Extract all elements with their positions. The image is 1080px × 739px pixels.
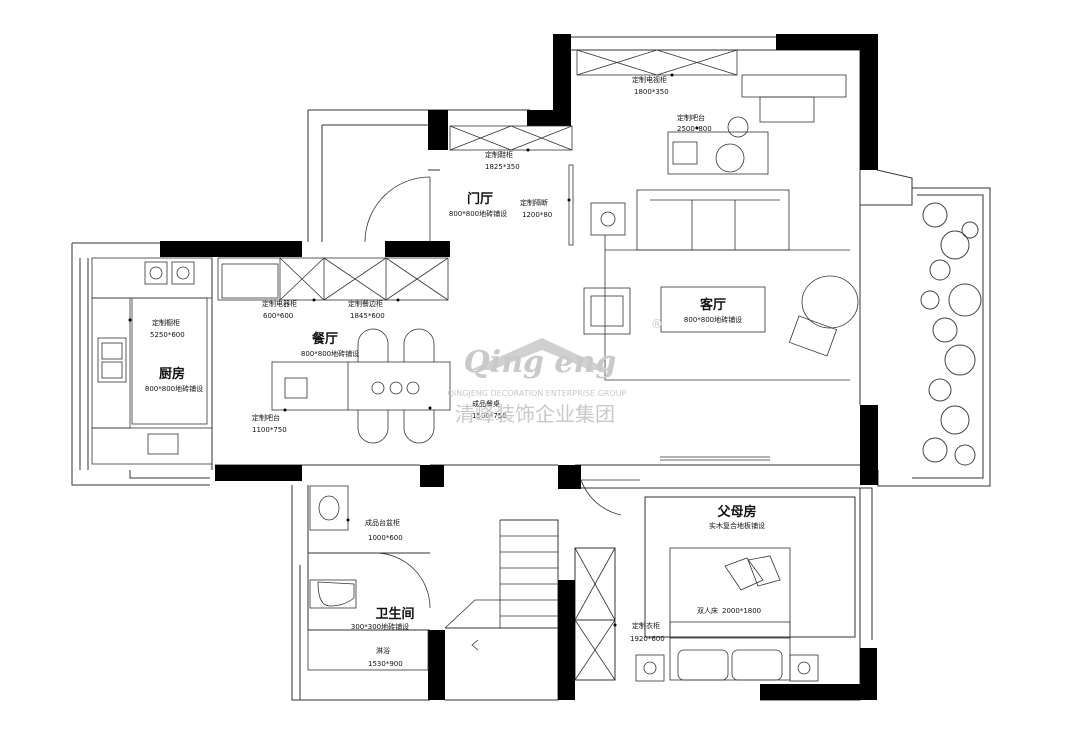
living-room-name: 客厅 — [700, 297, 726, 313]
living-room-note: 800*800地砖铺设 — [684, 315, 742, 324]
island-label: 定制吧台 — [252, 413, 280, 422]
appliance-cabinet-size: 600*600 — [263, 312, 293, 320]
dining-table-label: 成品餐桌 — [472, 399, 500, 408]
entry-hall-name: 门厅 — [467, 191, 493, 207]
stair-steps — [444, 520, 558, 651]
leader-dots — [128, 73, 699, 627]
walls — [160, 34, 878, 700]
island-size: 1100*750 — [252, 426, 287, 434]
shoe-cabinet-size: 1825*350 — [485, 163, 520, 171]
parents-room-note: 实木复合地板铺设 — [709, 521, 765, 530]
bar-label: 定制吧台 — [677, 113, 705, 122]
fixtures-lines — [91, 49, 859, 682]
watermark-registered: ® — [651, 317, 663, 331]
sideboard-size: 1845*600 — [350, 312, 385, 320]
bar-size: 2500*800 — [677, 125, 712, 133]
watermark-brand: Qing eng — [464, 345, 617, 380]
tv-cabinet-size: 1800*350 — [634, 88, 669, 96]
kitchen-note: 800*800地砖铺设 — [145, 384, 203, 393]
company-watermark: Qing eng ® QINGJENG DECORATION ENTERPRIS… — [448, 317, 663, 426]
bed-label: 双人床 — [697, 606, 718, 615]
partition-size: 1200*80 — [522, 211, 552, 219]
shower-size: 1530*900 — [368, 660, 403, 668]
bathroom-note: 300*300地砖铺设 — [351, 622, 409, 631]
balcony-plants — [920, 202, 982, 466]
fixture-labels: 定制电视柜 1800*350 定制吧台 2500*800 定制鞋柜 1825*3… — [150, 75, 761, 668]
dining-room-name: 餐厅 — [311, 331, 338, 347]
cupboard-size: 5250*600 — [150, 331, 185, 339]
tv-cabinet-label: 定制电视柜 — [632, 75, 667, 84]
shoe-cabinet-label: 定制鞋柜 — [485, 150, 513, 159]
bathroom-name: 卫生间 — [375, 606, 414, 622]
cupboard-label: 定制橱柜 — [152, 318, 180, 327]
shower-label: 淋浴 — [376, 646, 390, 655]
wardrobe-size: 1920*600 — [630, 635, 665, 643]
entry-hall-note: 800*800地砖铺设 — [449, 209, 507, 218]
bed-size: 2000*1800 — [722, 607, 761, 615]
wardrobe-label: 定制衣柜 — [632, 621, 660, 630]
parents-room-name: 父母房 — [716, 504, 756, 520]
kitchen-name: 厨房 — [159, 366, 185, 382]
dining-room-note: 800*800地砖铺设 — [301, 349, 359, 358]
basin-cabinet-size: 1000*600 — [368, 534, 403, 542]
watermark-chinese: 清峰装饰企业集团 — [455, 402, 615, 426]
partition-label: 定制隔断 — [520, 198, 548, 207]
dining-table-size: 1500*750 — [472, 412, 507, 420]
basin-cabinet-label: 成品台盆柜 — [365, 518, 400, 527]
watermark-logo-mark — [470, 338, 610, 370]
watermark-subtitle: QINGJENG DECORATION ENTERPRISE GROUP — [448, 389, 627, 398]
appliance-cabinet-label: 定制电器柜 — [262, 299, 297, 308]
sideboard-label: 定制餐边柜 — [348, 299, 383, 308]
room-labels: 客厅 800*800地砖铺设 餐厅 800*800地砖铺设 门厅 800*800… — [145, 191, 765, 631]
